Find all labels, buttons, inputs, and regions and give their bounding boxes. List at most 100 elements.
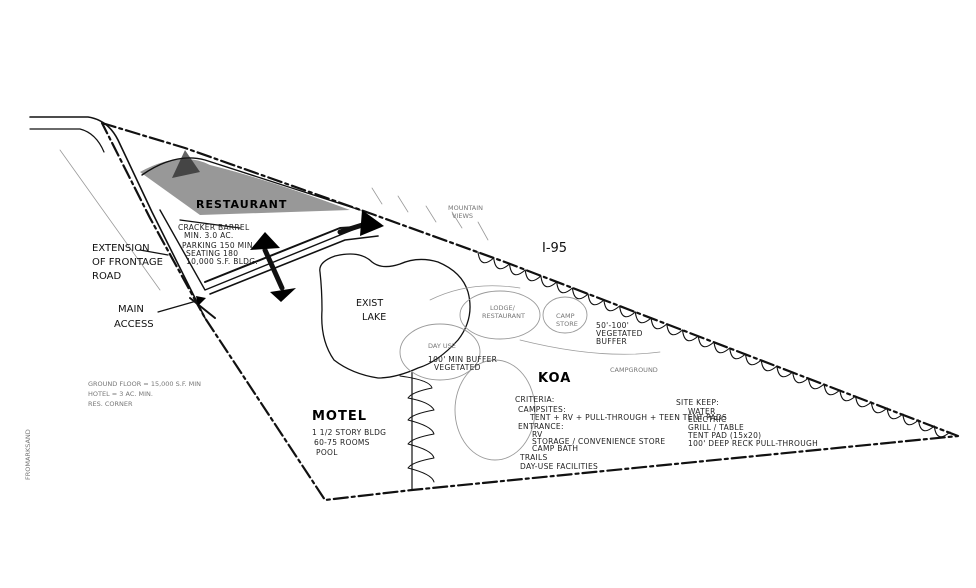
koa-site-5: 100' DEEP RECK PULL-THROUGH <box>688 439 818 448</box>
i95-buffer-scallops <box>477 251 951 438</box>
buffer-scallop <box>477 251 495 264</box>
buffer-scallop <box>556 281 573 294</box>
buffer-scallop <box>839 389 857 402</box>
pencil-circle-1-line-1: LODGE/ <box>490 304 516 312</box>
buffer-50-line-3: BUFFER <box>596 337 627 346</box>
buffer-scallop <box>508 263 526 276</box>
koa-site-2: ELECTRIC <box>688 415 727 424</box>
restaurant-note-3: PARKING 150 MIN <box>182 241 253 250</box>
access-arrows <box>250 210 384 302</box>
buffer-scallop <box>587 293 605 306</box>
pencil-circle-2-line-2: STORE <box>556 320 578 328</box>
buffer-scallop <box>807 377 825 390</box>
left-note-3: RES. CORNER <box>88 400 133 408</box>
left-notes: GROUND FLOOR = 15,000 S.F. MIN HOTEL = 3… <box>88 380 201 408</box>
buffer-100-label: DAY USE 100' MIN BUFFER VEGETATED <box>428 342 497 372</box>
buffer-scallop <box>917 419 935 432</box>
restaurant-label: RESTAURANT <box>196 198 287 211</box>
buffer-100-line-2: VEGETATED <box>434 363 481 372</box>
koa-site-3: GRILL / TABLE <box>688 423 744 432</box>
koa-criteria-5: STORAGE / CONVENIENCE STORE <box>532 437 665 446</box>
buffer-50-label: 50'-100' VEGETATED BUFFER <box>596 321 643 346</box>
buffer-scallop <box>713 341 731 354</box>
existing-lake <box>319 253 471 379</box>
lake-line-2: LAKE <box>362 312 386 323</box>
extension-line-1: EXTENSION <box>92 243 150 254</box>
koa-criteria-8: DAY-USE FACILITIES <box>520 462 598 471</box>
koa-criteria-2: TENT + RV + PULL-THROUGH + TEEN TENT PAD… <box>529 413 727 422</box>
buffer-scallop <box>619 305 636 318</box>
motel-parcel <box>399 371 435 491</box>
day-use-label: DAY USE <box>428 342 456 350</box>
main-access-label: MAIN ACCESS <box>114 304 154 330</box>
lake-line-1: EXIST <box>356 298 383 309</box>
left-note-2: HOTEL = 3 AC. MIN. <box>88 390 153 398</box>
pencil-circles <box>399 285 661 461</box>
extension-line-2: OF FRONTAGE <box>92 257 163 268</box>
restaurant-note-4: SEATING 180 <box>186 249 238 258</box>
buffer-scallop <box>855 395 872 408</box>
koa-criteria-6: CAMP BATH <box>532 444 578 453</box>
koa-site-4: TENT PAD (15x20) <box>687 431 761 440</box>
pencil-circle-1-line-2: RESTAURANT <box>482 312 525 320</box>
restaurant-notes: CRACKER BARREL MIN. 3.0 AC. PARKING 150 … <box>178 223 258 266</box>
buffer-50-line-1: 50'-100' <box>596 321 629 330</box>
motel-label: MOTEL <box>312 409 367 424</box>
extension-label: EXTENSION OF FRONTAGE ROAD <box>92 243 163 282</box>
buffer-scallop <box>729 347 747 360</box>
existing-road <box>29 116 206 319</box>
leader-lines <box>139 249 206 313</box>
koa-criteria-4: RV <box>532 430 543 439</box>
mountain-views-line-1: MOUNTAIN <box>448 204 483 212</box>
buffer-scallop <box>493 257 511 270</box>
koa-site-heading: SITE KEEP: <box>676 398 719 407</box>
mountain-views-line-2: VIEWS <box>452 212 473 220</box>
pencil-circle-2-line-1: CAMP <box>556 312 575 320</box>
koa-criteria: CRITERIA: CAMPSITES: TENT + RV + PULL-TH… <box>515 395 727 471</box>
buffer-scallop <box>760 359 778 372</box>
site-boundary <box>100 121 960 502</box>
left-note-1: GROUND FLOOR = 15,000 S.F. MIN <box>88 380 201 388</box>
buffer-scallop <box>902 413 920 426</box>
motel-note-2: 60-75 ROOMS <box>314 438 370 447</box>
koa-site-1: WATER <box>688 407 716 416</box>
koa-criteria-1: CAMPSITES: <box>518 405 566 414</box>
buffer-scallop <box>870 401 888 414</box>
buffer-50-line-2: VEGETATED <box>596 329 643 338</box>
restaurant-note-5: 10,000 S.F. BLDG. <box>186 257 258 266</box>
restaurant-note-2: MIN. 3.0 AC. <box>184 231 234 240</box>
buffer-scallop <box>666 323 684 336</box>
buffer-scallop <box>540 275 558 288</box>
buffer-scallop <box>744 353 762 366</box>
koa-label: KOA <box>538 371 571 386</box>
mountain-view-arrows <box>371 187 489 241</box>
buffer-scallop <box>792 371 809 384</box>
buffer-scallop <box>603 299 621 312</box>
buffer-scallop <box>681 329 699 342</box>
koa-criteria-3: ENTRANCE: <box>518 422 564 431</box>
lake-label: EXIST LAKE <box>356 298 386 323</box>
motel-notes: 1 1/2 STORY BLDG 60-75 ROOMS POOL <box>312 428 386 457</box>
buffer-scallop <box>933 425 951 438</box>
koa-site-notes: SITE KEEP: WATER ELECTRIC GRILL / TABLE … <box>676 398 818 448</box>
restaurant-note-1: CRACKER BARREL <box>178 223 250 232</box>
buffer-100-line-1: 100' MIN BUFFER <box>428 355 497 364</box>
buffer-scallop <box>697 335 715 348</box>
buffer-scallop <box>650 317 668 330</box>
buffer-scallop <box>571 287 589 300</box>
koa-criteria-7: TRAILS <box>519 453 548 462</box>
buffer-scallop <box>776 365 794 378</box>
margin-mark: FROMARKSAND <box>24 429 32 480</box>
motel-note-3: POOL <box>316 448 338 457</box>
extension-line-3: ROAD <box>92 271 121 282</box>
main-access-line-2: ACCESS <box>114 319 154 330</box>
buffer-scallop <box>823 383 841 396</box>
main-access-line-1: MAIN <box>118 304 144 315</box>
koa-criteria-heading: CRITERIA: <box>515 395 555 404</box>
buffer-scallop <box>634 311 652 324</box>
pencil-circle-labels: LODGE/ RESTAURANT CAMP STORE <box>482 304 578 328</box>
interstate-label: I-95 <box>542 241 567 256</box>
restaurant-parcel <box>140 150 373 291</box>
buffer-scallop <box>524 269 542 282</box>
